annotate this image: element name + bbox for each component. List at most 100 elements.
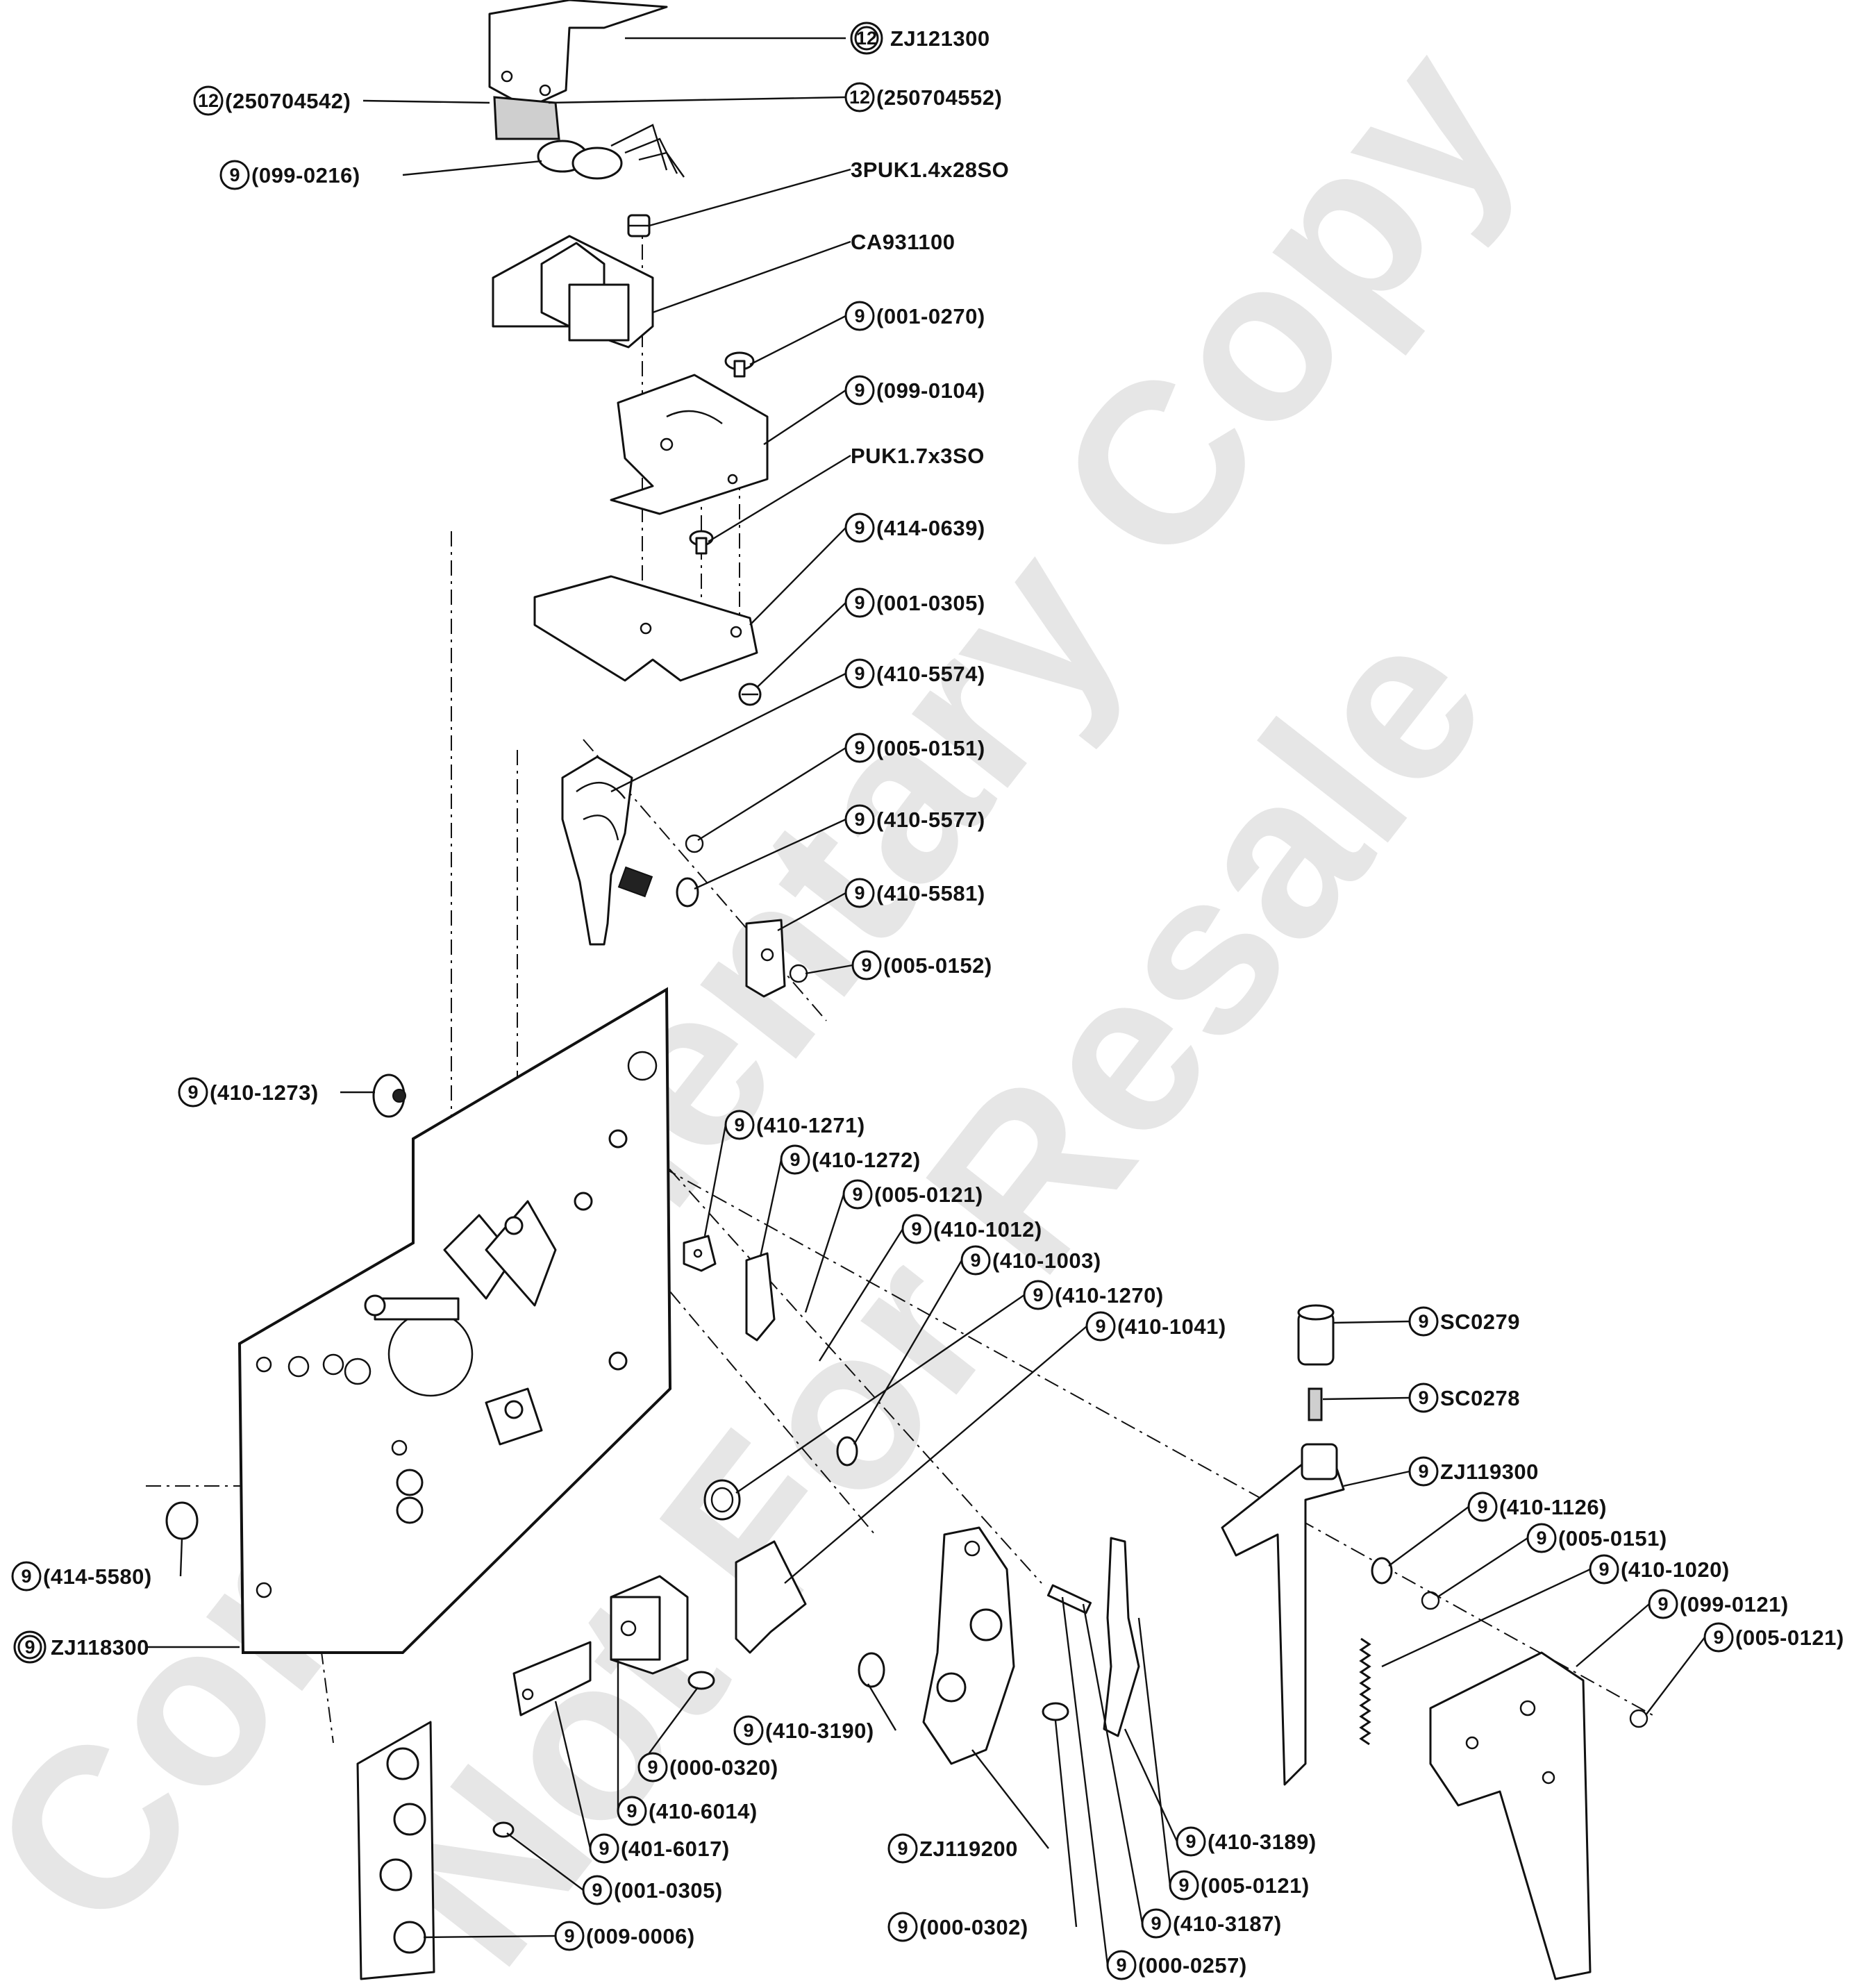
part-code: (005-0121) bbox=[1735, 1626, 1844, 1650]
screw-top bbox=[627, 214, 651, 237]
callout-001-0270: 9 (001-0270) bbox=[844, 301, 985, 331]
callout-number: 12 bbox=[198, 90, 219, 111]
callout-099-0121: 9 (099-0121) bbox=[1648, 1589, 1789, 1619]
part-code: (401-6017) bbox=[621, 1837, 730, 1861]
part-code: (410-1270) bbox=[1055, 1283, 1164, 1308]
part-code: (099-0121) bbox=[1680, 1592, 1789, 1617]
part-code: PUK1.7x3SO bbox=[851, 444, 985, 468]
callout-009-0006: 9 (009-0006) bbox=[554, 1921, 694, 1951]
callout-410-1272: 9 (410-1272) bbox=[780, 1144, 920, 1175]
callout-410-1041: 9 (410-1041) bbox=[1085, 1311, 1226, 1342]
part-code: (001-0270) bbox=[876, 304, 985, 328]
part-code: (410-1041) bbox=[1117, 1314, 1226, 1339]
plate-099-0104 bbox=[610, 374, 769, 515]
part-code: ZJ119200 bbox=[919, 1837, 1018, 1861]
callout-number: 9 bbox=[970, 1250, 980, 1271]
part-code: (005-0152) bbox=[883, 953, 992, 978]
part-code: (410-1126) bbox=[1499, 1495, 1607, 1519]
screw-001-0305-lower bbox=[492, 1821, 515, 1838]
part-code: (410-6014) bbox=[649, 1799, 758, 1823]
part-code: (001-0305) bbox=[614, 1878, 723, 1903]
ering-005-0151-lower bbox=[1421, 1591, 1440, 1610]
lamp-pair bbox=[537, 124, 685, 180]
callout-ca931100: CA931100 bbox=[851, 230, 955, 254]
callout-410-1012: 9 (410-1012) bbox=[901, 1214, 1042, 1244]
callout-number: 9 bbox=[854, 517, 865, 538]
arm-zj119300 bbox=[1221, 1443, 1345, 1786]
part-code: (250704542) bbox=[225, 89, 351, 113]
washer-410-1273 bbox=[372, 1074, 406, 1118]
callout-number: 9 bbox=[852, 1184, 862, 1205]
coil-410-1270 bbox=[703, 1479, 741, 1521]
motor-bracket-410-6014 bbox=[610, 1575, 689, 1675]
callout-410-1271: 9 (410-1271) bbox=[724, 1110, 865, 1140]
callout-3puk: 3PUK1.4x28SO bbox=[851, 158, 1009, 182]
callout-number: 9 bbox=[854, 663, 865, 684]
lever-410-3189 bbox=[1103, 1537, 1140, 1737]
part-code: (410-1003) bbox=[992, 1248, 1101, 1273]
callout-number: 9 bbox=[647, 1757, 658, 1778]
callout-number: 9 bbox=[854, 592, 865, 613]
callout-410-3187: 9 (410-3187) bbox=[1141, 1908, 1282, 1939]
callout-410-1270: 9 (410-1270) bbox=[1023, 1280, 1164, 1310]
spring-sc0278 bbox=[1308, 1387, 1323, 1421]
callout-401-6017: 9 (401-6017) bbox=[589, 1833, 730, 1864]
part-code: (414-5580) bbox=[43, 1564, 152, 1589]
callout-410-1273: 9 (410-1273) bbox=[178, 1077, 318, 1108]
washer-414-5580 bbox=[165, 1501, 199, 1540]
part-code: (410-3189) bbox=[1208, 1830, 1317, 1854]
head-holder bbox=[492, 235, 654, 349]
callout-001-0305-upper: 9 (001-0305) bbox=[844, 587, 985, 618]
callout-005-0121-c: 9 (005-0121) bbox=[1169, 1870, 1309, 1901]
part-code: (250704552) bbox=[876, 85, 1002, 110]
callout-zj121300: 12 ZJ121300 bbox=[850, 22, 990, 55]
callout-number: 9 bbox=[854, 809, 865, 830]
main-chassis bbox=[237, 987, 672, 1654]
callout-number: 9 bbox=[229, 165, 240, 185]
washer-410-3190 bbox=[858, 1652, 885, 1688]
watermark: Complimentary Copy Not For Resale bbox=[0, 0, 1563, 1988]
callout-zj119200: 9 ZJ119200 bbox=[887, 1833, 1018, 1864]
callout-099-0104: 9 (099-0104) bbox=[844, 375, 985, 406]
callout-sc0279: 9 SC0279 bbox=[1408, 1306, 1520, 1337]
part-410-1271 bbox=[683, 1235, 717, 1272]
part-code: CA931100 bbox=[851, 230, 955, 254]
bracket-414-0639 bbox=[533, 575, 758, 682]
callout-005-0152: 9 (005-0152) bbox=[851, 950, 992, 980]
callout-005-0121-a: 9 (005-0121) bbox=[842, 1179, 983, 1210]
callout-number: 9 bbox=[1095, 1316, 1105, 1337]
callout-099-0216: 9 (099-0216) bbox=[219, 160, 360, 190]
callout-number: 9 bbox=[854, 306, 865, 326]
part-code: (410-1020) bbox=[1621, 1557, 1730, 1582]
post-sc0279 bbox=[1297, 1304, 1335, 1366]
callout-number: 9 bbox=[187, 1082, 198, 1103]
callout-number: 9 bbox=[1713, 1627, 1723, 1648]
callout-number: 9 bbox=[24, 1637, 35, 1657]
part-code: 3PUK1.4x28SO bbox=[851, 158, 1009, 182]
callout-250704552: 12 (250704552) bbox=[844, 82, 1002, 112]
part-code: (000-0257) bbox=[1138, 1953, 1247, 1978]
callout-number: 12 bbox=[849, 87, 870, 108]
callout-number: 9 bbox=[1418, 1387, 1428, 1408]
callout-number: 9 bbox=[897, 1916, 908, 1937]
callout-sc0278: 9 SC0278 bbox=[1408, 1383, 1520, 1413]
callout-number: 12 bbox=[856, 28, 877, 49]
callout-005-0151-upper: 9 (005-0151) bbox=[844, 733, 985, 763]
callout-number: 9 bbox=[1116, 1955, 1126, 1976]
spring-410-1020 bbox=[1359, 1637, 1371, 1746]
part-code: (410-5577) bbox=[876, 808, 985, 832]
pin-410-3187 bbox=[1046, 1584, 1092, 1614]
part-code: (410-3187) bbox=[1173, 1912, 1282, 1936]
callout-number: 9 bbox=[854, 883, 865, 903]
ering-005-0121-right bbox=[1629, 1709, 1648, 1728]
callout-000-0302: 9 (000-0302) bbox=[887, 1912, 1028, 1942]
top-bracket bbox=[488, 0, 668, 140]
part-code: SC0279 bbox=[1440, 1310, 1520, 1334]
callout-250704542: 12 (250704542) bbox=[193, 85, 351, 116]
callout-number: 9 bbox=[1151, 1913, 1161, 1934]
callout-number: 9 bbox=[1185, 1831, 1196, 1852]
callout-number: 9 bbox=[626, 1801, 637, 1821]
callout-number: 9 bbox=[854, 380, 865, 401]
part-code: (410-5574) bbox=[876, 662, 985, 686]
